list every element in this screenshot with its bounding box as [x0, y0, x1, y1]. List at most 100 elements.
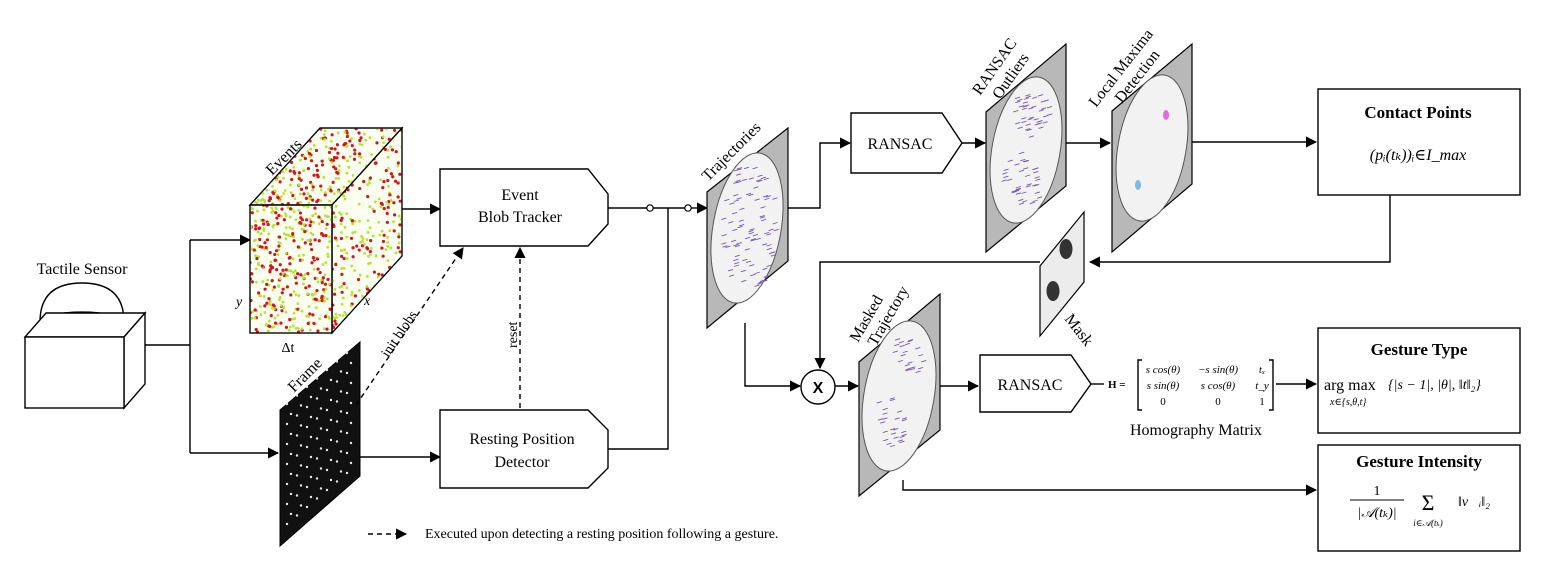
- event-dot: [258, 294, 262, 298]
- event-dot: [278, 295, 282, 299]
- event-dot: [362, 179, 366, 184]
- event-dot: [382, 180, 386, 184]
- matrix-cell-0-2: tₓ: [1259, 364, 1265, 376]
- event-dot: [302, 282, 305, 286]
- gesture-type-title: Gesture Type: [1371, 340, 1468, 359]
- event-dot: [294, 269, 297, 273]
- event-dot: [270, 306, 274, 310]
- event-dot: [306, 167, 311, 171]
- event-dot: [313, 292, 317, 296]
- frame-dot: [309, 455, 313, 459]
- event-dot: [297, 330, 301, 333]
- event-dot: [351, 231, 355, 235]
- arrow-to-ransac-top: [788, 137, 852, 209]
- event-dots-front: [250, 205, 332, 333]
- event-dot: [254, 327, 258, 332]
- frame-dot: [345, 391, 349, 395]
- trajectory-stroke: [897, 359, 903, 363]
- event-dot: [300, 327, 304, 331]
- event-dot: [379, 178, 383, 182]
- trajectory-stroke: [753, 186, 759, 189]
- event-dot: [387, 202, 391, 206]
- event-dot: [266, 278, 270, 282]
- trajectory-stroke: [905, 369, 911, 372]
- event-dot: [265, 301, 269, 305]
- event-dot: [297, 174, 301, 178]
- event-dot: [352, 157, 357, 161]
- event-dot: [350, 137, 353, 141]
- event-dot: [271, 288, 275, 292]
- event-dot: [274, 178, 278, 182]
- event-dot: [392, 213, 397, 217]
- event-dot: [338, 191, 342, 195]
- trajectory-stroke: [894, 338, 901, 341]
- event-dot: [267, 232, 271, 236]
- trajectory-stroke: [901, 430, 907, 434]
- event-dot: [345, 134, 349, 139]
- legend: Executed upon detecting a resting positi…: [368, 527, 778, 542]
- multiply-node: X: [800, 369, 836, 405]
- trajectory-stroke: [897, 439, 903, 442]
- event-dot: [328, 240, 332, 243]
- event-dot: [332, 303, 335, 307]
- trajectory-stroke: [762, 267, 768, 271]
- event-dot: [309, 147, 313, 151]
- ransac-bottom-box: RANSAC: [979, 354, 1092, 413]
- frame-dot: [295, 414, 299, 417]
- event-dot: [277, 244, 281, 248]
- event-dot: [303, 241, 307, 245]
- event-dot: [282, 218, 286, 222]
- event-dot: [304, 186, 309, 190]
- event-dot: [321, 233, 325, 238]
- event-dot: [315, 173, 320, 177]
- trajectory-stroke: [1029, 201, 1035, 205]
- event-dot: [250, 211, 254, 215]
- event-dot: [381, 239, 386, 244]
- arrow-to-multiply: [744, 323, 802, 392]
- trajectory-stroke: [757, 179, 763, 183]
- trajectory-stroke: [1022, 159, 1028, 163]
- event-dot: [323, 282, 328, 286]
- event-dot: [315, 276, 319, 280]
- trajectory-stroke: [766, 247, 772, 251]
- contact-points-box: Contact Points (pᵢ(tₖ))ᵢ∈I_max: [1317, 88, 1521, 196]
- event-dot: [291, 227, 294, 231]
- trajectory-stroke: [921, 360, 927, 363]
- event-dot: [280, 309, 284, 313]
- event-dot: [273, 252, 277, 257]
- event-dot: [270, 265, 275, 270]
- trajectory-stroke: [894, 417, 900, 420]
- event-dot: [276, 313, 280, 317]
- event-dot: [268, 251, 272, 255]
- event-dot: [342, 256, 346, 261]
- matrix-cell-1-0: s sin(θ): [1147, 380, 1180, 392]
- frame-dot: [339, 410, 343, 413]
- trajectory-stroke: [748, 193, 754, 197]
- event-dot: [361, 240, 364, 243]
- event-dot: [296, 245, 300, 249]
- event-dot: [297, 171, 302, 175]
- event-dot: [398, 199, 402, 203]
- event-dot: [309, 231, 313, 235]
- frame-dot: [285, 402, 289, 406]
- event-dot: [277, 298, 281, 302]
- frame-dot: [299, 464, 303, 467]
- event-dot: [314, 148, 319, 153]
- trajectory-stroke: [1021, 120, 1027, 124]
- event-dot: [274, 211, 278, 215]
- trajectory-stroke: [730, 239, 737, 243]
- event-dot: [366, 231, 370, 234]
- event-dot: [302, 223, 306, 227]
- event-dot: [326, 245, 330, 249]
- event-dot: [275, 216, 279, 220]
- trajectory-stroke: [722, 245, 728, 248]
- event-dot: [301, 237, 304, 241]
- trajectory-stroke: [882, 412, 888, 415]
- event-dot: [323, 129, 327, 133]
- event-dot: [358, 240, 362, 244]
- trajectory-stroke: [739, 207, 745, 211]
- event-dot: [253, 316, 257, 320]
- trajectory-stroke: [750, 239, 756, 242]
- frame-dot: [329, 478, 333, 482]
